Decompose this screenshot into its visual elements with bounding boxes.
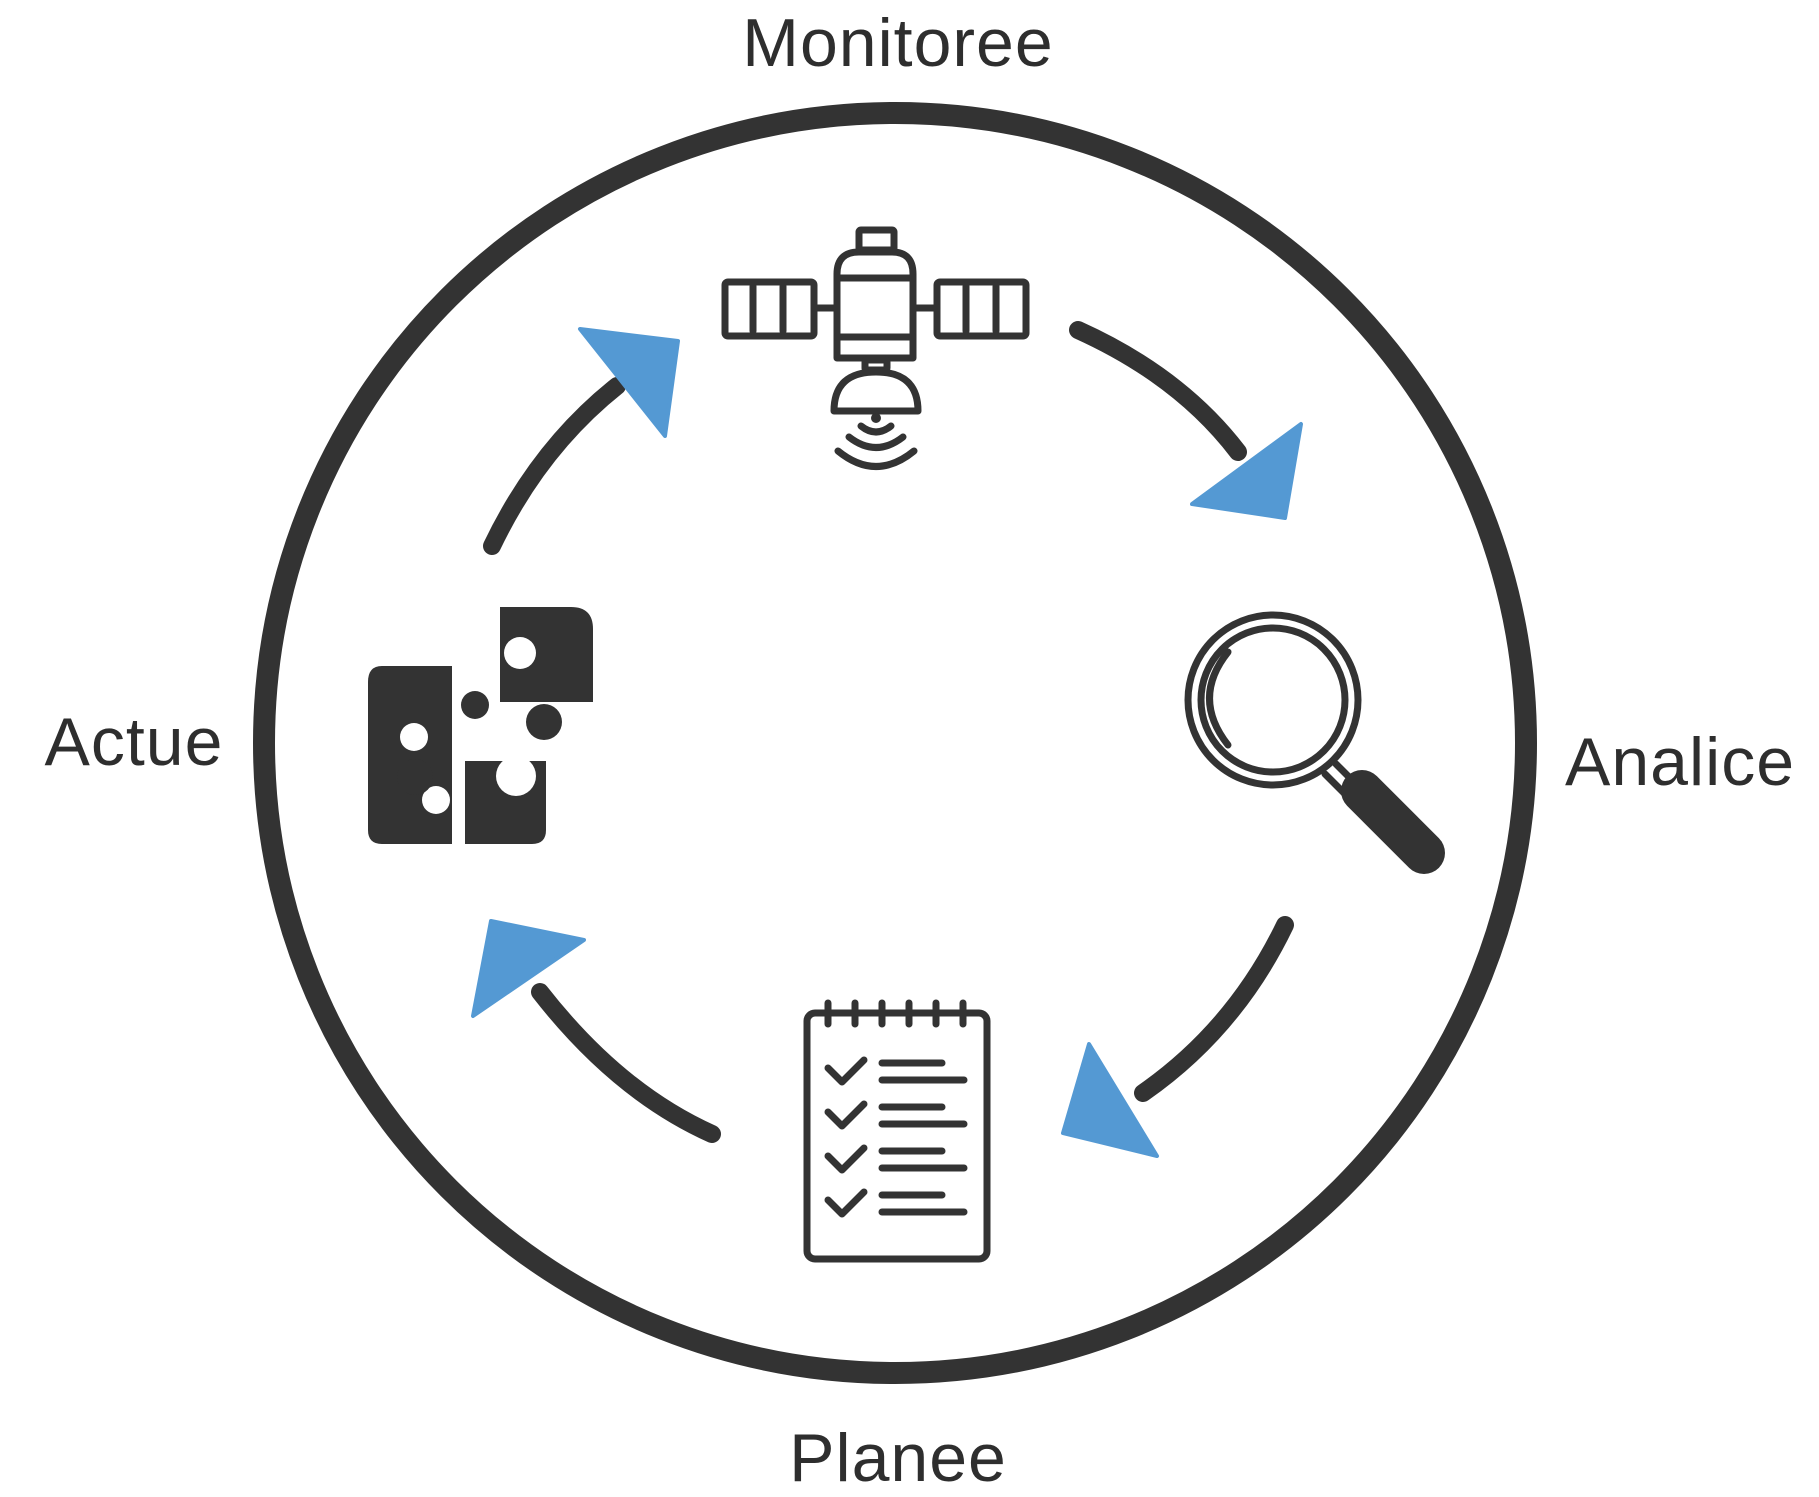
flow-arrow-execute-to-monitor xyxy=(483,327,680,555)
flow-arc xyxy=(1069,321,1247,461)
satellite-icon xyxy=(721,226,1030,470)
flow-arrow-analyze-to-plan xyxy=(1061,916,1294,1158)
arrowhead-icon xyxy=(1190,422,1303,520)
monitor-label: Monitoree xyxy=(742,5,1053,81)
puzzle-pieces-icon xyxy=(368,606,593,844)
arrowhead-icon xyxy=(578,327,680,438)
flow-arrow-plan-to-execute xyxy=(471,919,721,1143)
analyze-label: Analice xyxy=(1565,724,1795,800)
execute-label: Actue xyxy=(45,704,224,780)
outer-ring xyxy=(253,102,1537,1384)
flow-arrow-monitor-to-analyze xyxy=(1069,321,1303,520)
magnifying-glass-icon xyxy=(1184,611,1445,874)
flow-arc xyxy=(531,983,721,1143)
checklist-notepad-icon xyxy=(803,999,991,1263)
arrowhead-icon xyxy=(1061,1042,1159,1158)
plan-label: Planee xyxy=(789,1420,1007,1496)
arrowhead-icon xyxy=(471,919,586,1018)
flow-arc xyxy=(1134,916,1294,1102)
flow-arc xyxy=(483,377,626,555)
